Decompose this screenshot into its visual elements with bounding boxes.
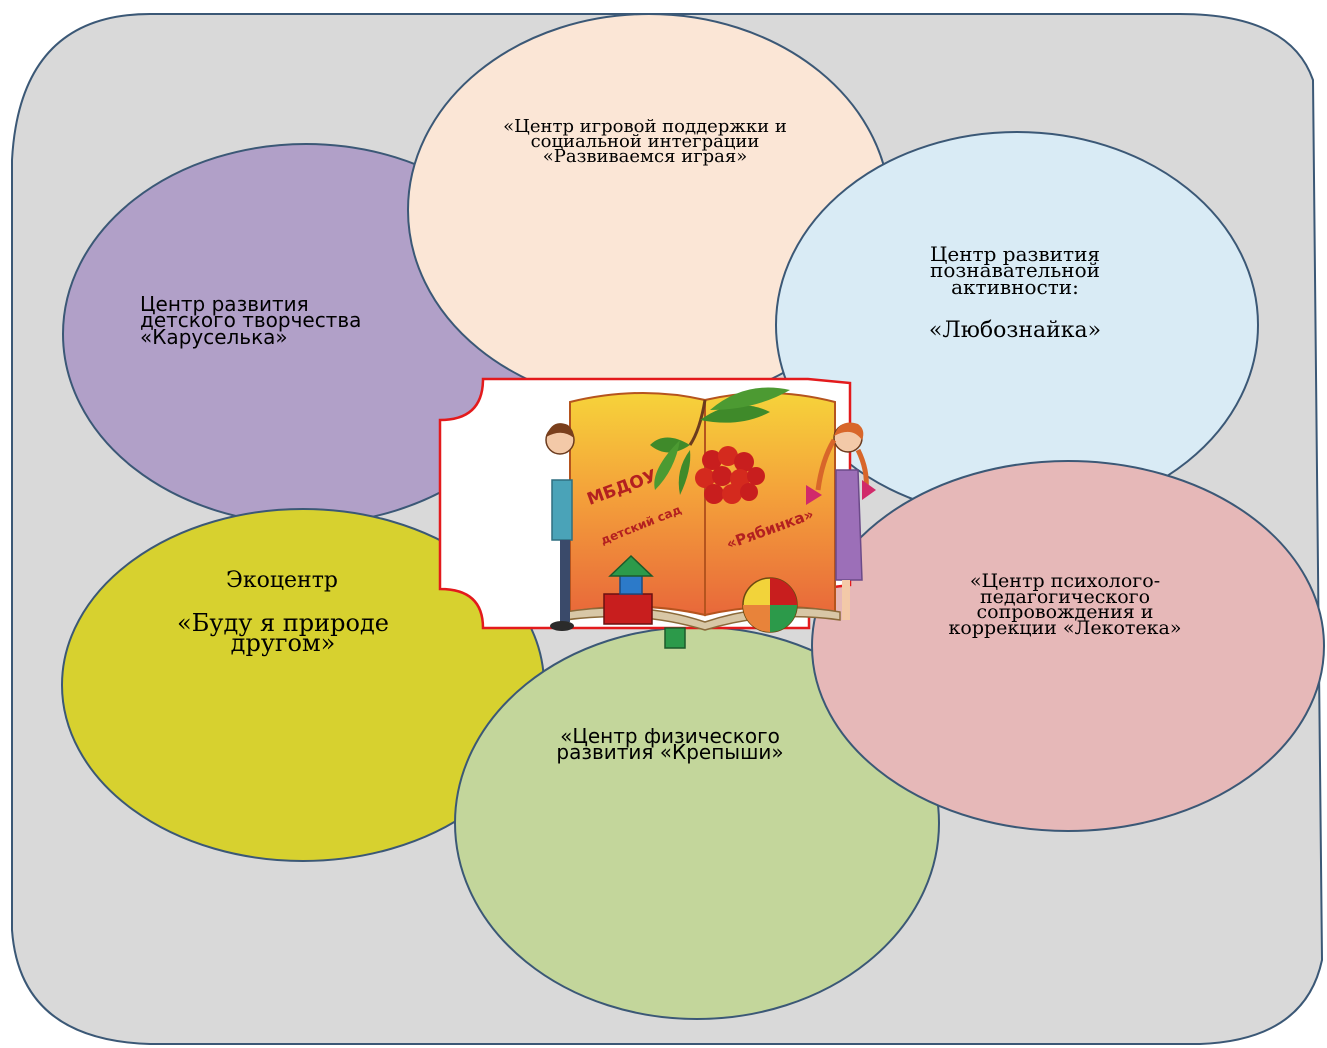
- eco-center-title: Экоцентр: [226, 568, 338, 593]
- psych-center-label: «Центр психолого- педагогического сопров…: [948, 570, 1182, 639]
- eco-center-name: «Буду я природе другом»: [177, 609, 389, 657]
- cognitive-center-title: Центр развития познавательной активности…: [929, 242, 1101, 299]
- play-center-label: «Центр игровой поддержки и социальной ин…: [503, 116, 787, 167]
- kindergarten-logo-illustration: [545, 387, 876, 649]
- cognitive-center-name: «Любознайка»: [928, 318, 1102, 343]
- physical-center-label: «Центр физического развития «Крепыши»: [556, 724, 784, 765]
- psych-center-ellipse: [811, 460, 1325, 832]
- creativity-center-label: Центр развития детского творчества «Кару…: [140, 292, 362, 349]
